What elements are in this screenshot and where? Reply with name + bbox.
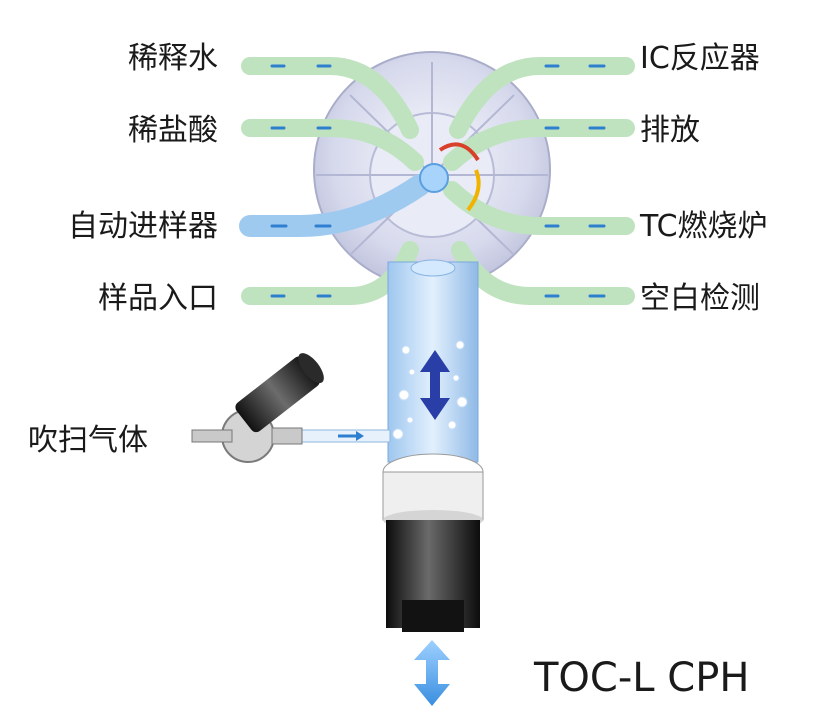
right-tubes xyxy=(443,57,635,305)
left-tubes xyxy=(239,57,431,305)
model-name: TOC-L CPH xyxy=(534,655,750,701)
port-label-drain: 排放 xyxy=(640,113,700,148)
port-label-dilution-water: 稀释水 xyxy=(128,41,218,76)
actuator-updown-arrow xyxy=(414,640,450,706)
port-label-sample-inlet: 样品入口 xyxy=(98,281,218,316)
port-label-autosampler: 自动进样器 xyxy=(68,209,218,244)
port-label-tc-furnace: TC燃烧炉 xyxy=(640,209,768,244)
bubbles xyxy=(392,340,468,440)
rotation-arrow-yellow xyxy=(466,169,481,212)
plunger-stem xyxy=(402,600,464,632)
port-label-blank-check: 空白检测 xyxy=(640,281,760,316)
barrel-updown-arrow xyxy=(420,350,450,420)
port-label-ic-reactor: IC反应器 xyxy=(640,41,760,76)
purge-flow-arrowhead xyxy=(356,431,364,441)
valve-center xyxy=(419,163,449,193)
flow-dashes xyxy=(270,64,606,298)
purge-fitting-left xyxy=(191,429,233,443)
barrel-top xyxy=(410,259,456,277)
purge-fitting-right xyxy=(271,427,303,445)
solenoid-cylinder xyxy=(235,353,324,433)
purge-gas-label: 吹扫气体 xyxy=(28,423,148,458)
rotation-arrow-red xyxy=(438,142,480,162)
port-label-dilute-hcl: 稀盐酸 xyxy=(128,113,218,148)
